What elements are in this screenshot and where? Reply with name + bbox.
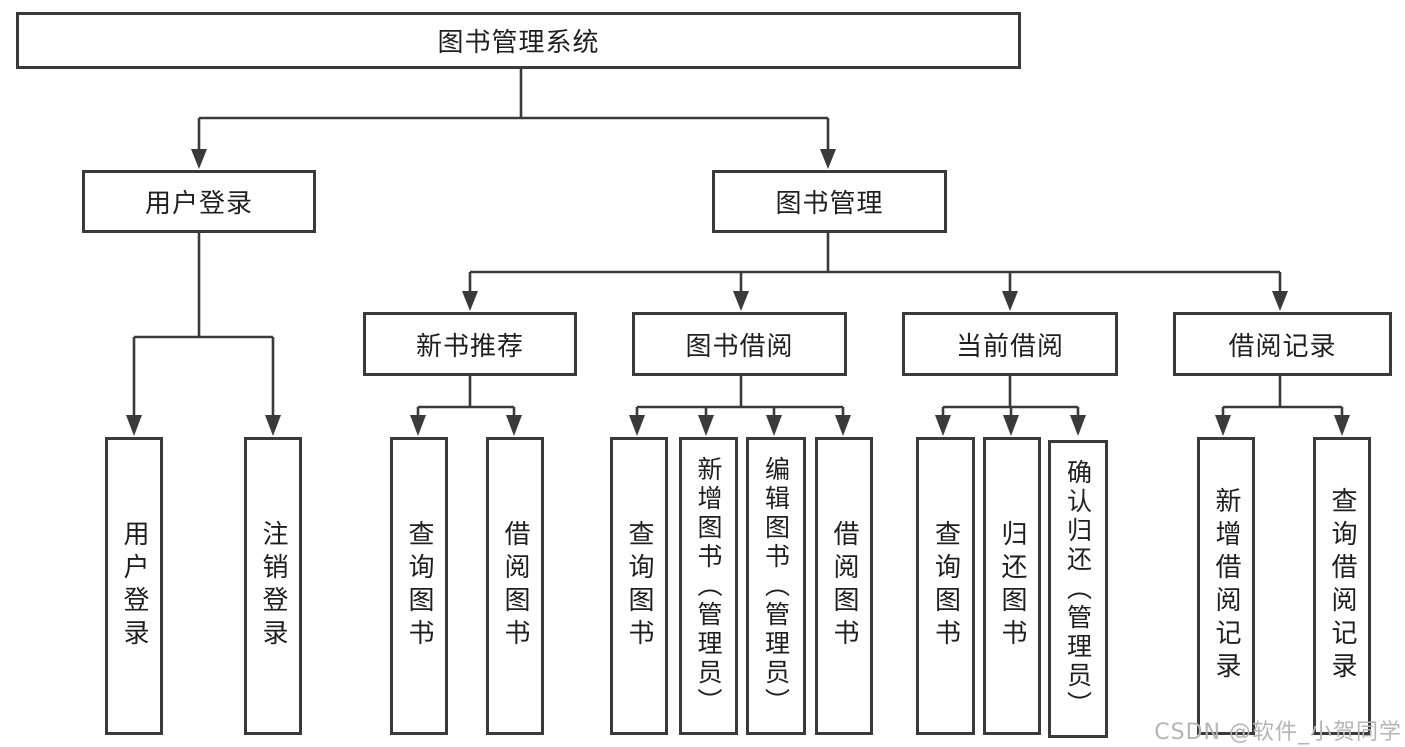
node-root-label: 图书管理系统 xyxy=(437,28,600,58)
node-book-borrowing-label: 图书借阅 xyxy=(685,331,794,362)
leaf-return-book: 归还图书 xyxy=(983,437,1041,735)
leaf-logout: 注销登录 xyxy=(244,437,302,735)
node-root-system: 图书管理系统 xyxy=(16,12,1021,69)
csdn-watermark: CSDN @软件_小贺同学 xyxy=(1154,720,1402,745)
connector-login-fan xyxy=(126,233,281,436)
connector-borrowing-fan xyxy=(629,376,851,436)
node-book-management-branch: 图书管理 xyxy=(712,170,947,233)
leaf-user-login: 用户登录 xyxy=(105,437,163,735)
node-borrowing-records: 借阅记录 xyxy=(1173,312,1392,376)
leaf-query-borrow-record: 查询借阅记录 xyxy=(1313,437,1371,735)
node-borrowing-records-label: 借阅记录 xyxy=(1228,331,1337,362)
node-book-management-label: 图书管理 xyxy=(775,189,884,219)
connector-current-fan xyxy=(935,376,1086,436)
node-new-book-recommendation-label: 新书推荐 xyxy=(415,331,524,362)
connector-newbook-fan xyxy=(410,376,522,436)
leaf-add-borrow-record: 新增借阅记录 xyxy=(1197,437,1255,735)
leaf-confirm-return-admin: 确认归还（管理员） xyxy=(1048,440,1108,738)
connector-management-fan xyxy=(462,233,1288,311)
connector-root-to-branches xyxy=(191,69,836,169)
leaf-query-books-current: 查询图书 xyxy=(916,437,975,735)
node-new-book-recommendation: 新书推荐 xyxy=(363,312,577,376)
connector-records-fan xyxy=(1215,376,1350,436)
node-current-borrowing: 当前借阅 xyxy=(902,312,1118,376)
leaf-query-books-borrowing: 查询图书 xyxy=(610,437,668,735)
leaf-borrow-books-borrowing: 借阅图书 xyxy=(815,437,873,735)
leaf-query-books-recommend: 查询图书 xyxy=(390,437,448,735)
leaf-add-book-admin: 新增图书（管理员） xyxy=(679,437,738,735)
node-current-borrowing-label: 当前借阅 xyxy=(955,331,1064,362)
leaf-edit-book-admin: 编辑图书（管理员） xyxy=(746,437,806,735)
leaf-borrow-books-recommend: 借阅图书 xyxy=(486,437,544,735)
node-user-login-branch-label: 用户登录 xyxy=(144,189,253,219)
node-book-borrowing: 图书借阅 xyxy=(632,312,847,376)
node-user-login-branch: 用户登录 xyxy=(82,170,316,233)
